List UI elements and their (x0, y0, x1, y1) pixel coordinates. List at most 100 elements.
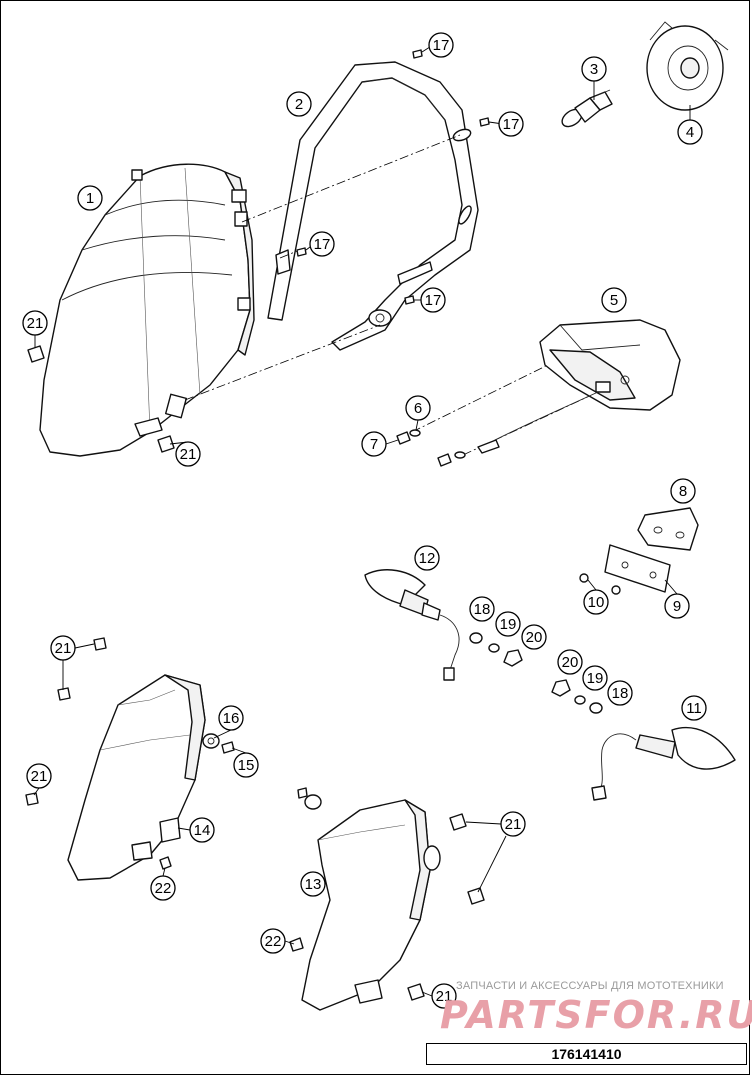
callout-c16: 16 (218, 705, 244, 731)
callout-number: 22 (155, 880, 172, 897)
callout-circle (500, 811, 526, 837)
part-4-dust-cover (646, 21, 729, 111)
callout-circle (601, 287, 627, 313)
callout-circle (260, 928, 286, 954)
callout-c8: 8 (670, 478, 696, 504)
part-8-plate-light (637, 507, 699, 551)
part-20-nuts (503, 649, 571, 697)
callout-number: 18 (474, 601, 491, 618)
callout-c17d: 17 (420, 287, 446, 313)
callout-circle (286, 91, 312, 117)
callout-number: 19 (500, 616, 517, 633)
callout-c1: 1 (77, 185, 103, 211)
callout-c5: 5 (601, 287, 627, 313)
callout-circle (495, 611, 521, 637)
callout-circle (607, 680, 633, 706)
callout-number: 21 (55, 640, 72, 657)
callout-circle (677, 119, 703, 145)
part-7-screw (396, 431, 452, 467)
watermark-tagline: ЗАПЧАСТИ И АКСЕССУАРЫ ДЛЯ МОТОТЕХНИКИ (456, 980, 724, 992)
part-9-plate-lens (604, 544, 671, 593)
callout-c21c: 21 (50, 635, 76, 661)
callout-number: 19 (587, 670, 604, 687)
callout-c2: 2 (286, 91, 312, 117)
callout-circle (670, 478, 696, 504)
callout-circle (431, 983, 457, 1009)
callout-number: 1 (86, 190, 94, 207)
callout-circle (581, 56, 607, 82)
callout-circle (498, 111, 524, 137)
callout-circle (582, 665, 608, 691)
part-21-clips (25, 345, 485, 1001)
callout-circle (189, 817, 215, 843)
callout-c22b: 22 (260, 928, 286, 954)
callout-circle (521, 624, 547, 650)
callout-number: 21 (31, 768, 48, 785)
callout-c20b: 20 (557, 649, 583, 675)
callout-circle (50, 635, 76, 661)
callout-number: 14 (194, 822, 211, 839)
callout-number: 21 (27, 315, 44, 332)
callout-circle (77, 185, 103, 211)
callout-circle (361, 431, 387, 457)
callout-c7: 7 (361, 431, 387, 457)
watermark-logo: PARTSFOR.RU (440, 993, 752, 1037)
part-2-headlight-frame (267, 61, 479, 351)
drawing-number: 176141410 (426, 1043, 747, 1065)
part-14-side-light-left (67, 674, 206, 881)
callout-c9: 9 (664, 593, 690, 619)
callout-c22a: 22 (150, 875, 176, 901)
callout-c19a: 19 (495, 611, 521, 637)
callout-circle (233, 752, 259, 778)
callout-number: 8 (679, 483, 687, 500)
callout-c10: 10 (583, 589, 609, 615)
callout-number: 21 (436, 988, 453, 1005)
callout-number: 2 (295, 96, 303, 113)
callout-c18a: 18 (469, 596, 495, 622)
part-11-turn-signal (591, 726, 736, 801)
callout-c21b: 21 (175, 441, 201, 467)
part-18-washers (469, 632, 603, 714)
callout-c19b: 19 (582, 665, 608, 691)
callout-c21a: 21 (22, 310, 48, 336)
callout-number: 13 (305, 876, 322, 893)
callout-circle (420, 287, 446, 313)
callout-c11: 11 (681, 695, 707, 721)
callout-number: 17 (425, 292, 442, 309)
callout-labels: 1234567891011121314151617171717181819192… (22, 32, 707, 1009)
callout-number: 20 (526, 629, 543, 646)
callout-c21d: 21 (26, 763, 52, 789)
callout-circle (218, 705, 244, 731)
callout-circle (300, 871, 326, 897)
callout-number: 9 (673, 598, 681, 615)
callout-number: 20 (562, 654, 579, 671)
callout-number: 21 (180, 446, 197, 463)
callout-circle (583, 589, 609, 615)
callout-c18b: 18 (607, 680, 633, 706)
callout-circle (469, 596, 495, 622)
part-3-bulb (561, 89, 613, 128)
callout-c6: 6 (405, 395, 431, 421)
callout-number: 16 (223, 710, 240, 727)
part-22-screws (159, 856, 304, 952)
screw-17-set (296, 49, 490, 305)
part-12-turn-signal (364, 569, 460, 681)
callout-number: 21 (505, 816, 522, 833)
callout-circle (681, 695, 707, 721)
part-5-tail-light (477, 319, 681, 454)
callout-number: 12 (419, 550, 436, 567)
callout-number: 4 (686, 124, 694, 141)
callout-c17a: 17 (428, 32, 454, 58)
part-13-side-light-right (297, 787, 441, 1011)
callout-circle (309, 231, 335, 257)
callout-number: 3 (590, 61, 598, 78)
callout-circle (150, 875, 176, 901)
callout-circle (22, 310, 48, 336)
callout-number: 6 (414, 400, 422, 417)
part-16-grommet (202, 733, 220, 749)
callout-number: 18 (612, 685, 629, 702)
callout-number: 7 (370, 436, 378, 453)
part-1-headlight (39, 163, 255, 457)
callout-number: 17 (433, 37, 450, 54)
